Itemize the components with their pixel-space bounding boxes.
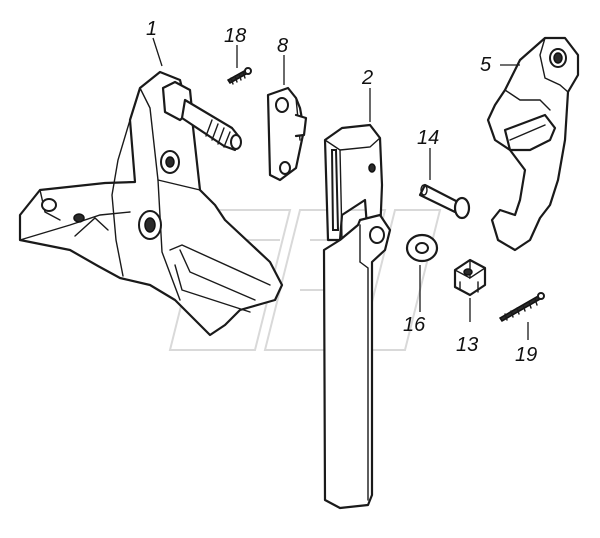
part-19-cotter-pin (498, 292, 545, 323)
callout-19: 19 (515, 344, 537, 366)
callout-13: 13 (456, 334, 478, 356)
part-5-hook (486, 36, 580, 252)
part-14-pin (418, 183, 471, 220)
callout-labels: 1 18 8 2 5 14 16 13 19 (146, 18, 537, 366)
leader-lines (152, 37, 529, 340)
callout-1: 1 (146, 18, 157, 40)
callout-14: 14 (417, 127, 439, 149)
callout-5: 5 (480, 54, 492, 76)
part-16-washer (405, 233, 439, 263)
part-2-lever (322, 123, 392, 510)
part-13-castle-nut (453, 258, 487, 297)
callout-2: 2 (361, 67, 373, 89)
part-1-bracket (18, 70, 284, 337)
callout-16: 16 (403, 314, 426, 336)
callout-8: 8 (277, 35, 288, 57)
part-8-plate (266, 86, 308, 182)
part-18-cotter-pin (226, 67, 252, 85)
callout-18: 18 (224, 25, 246, 47)
